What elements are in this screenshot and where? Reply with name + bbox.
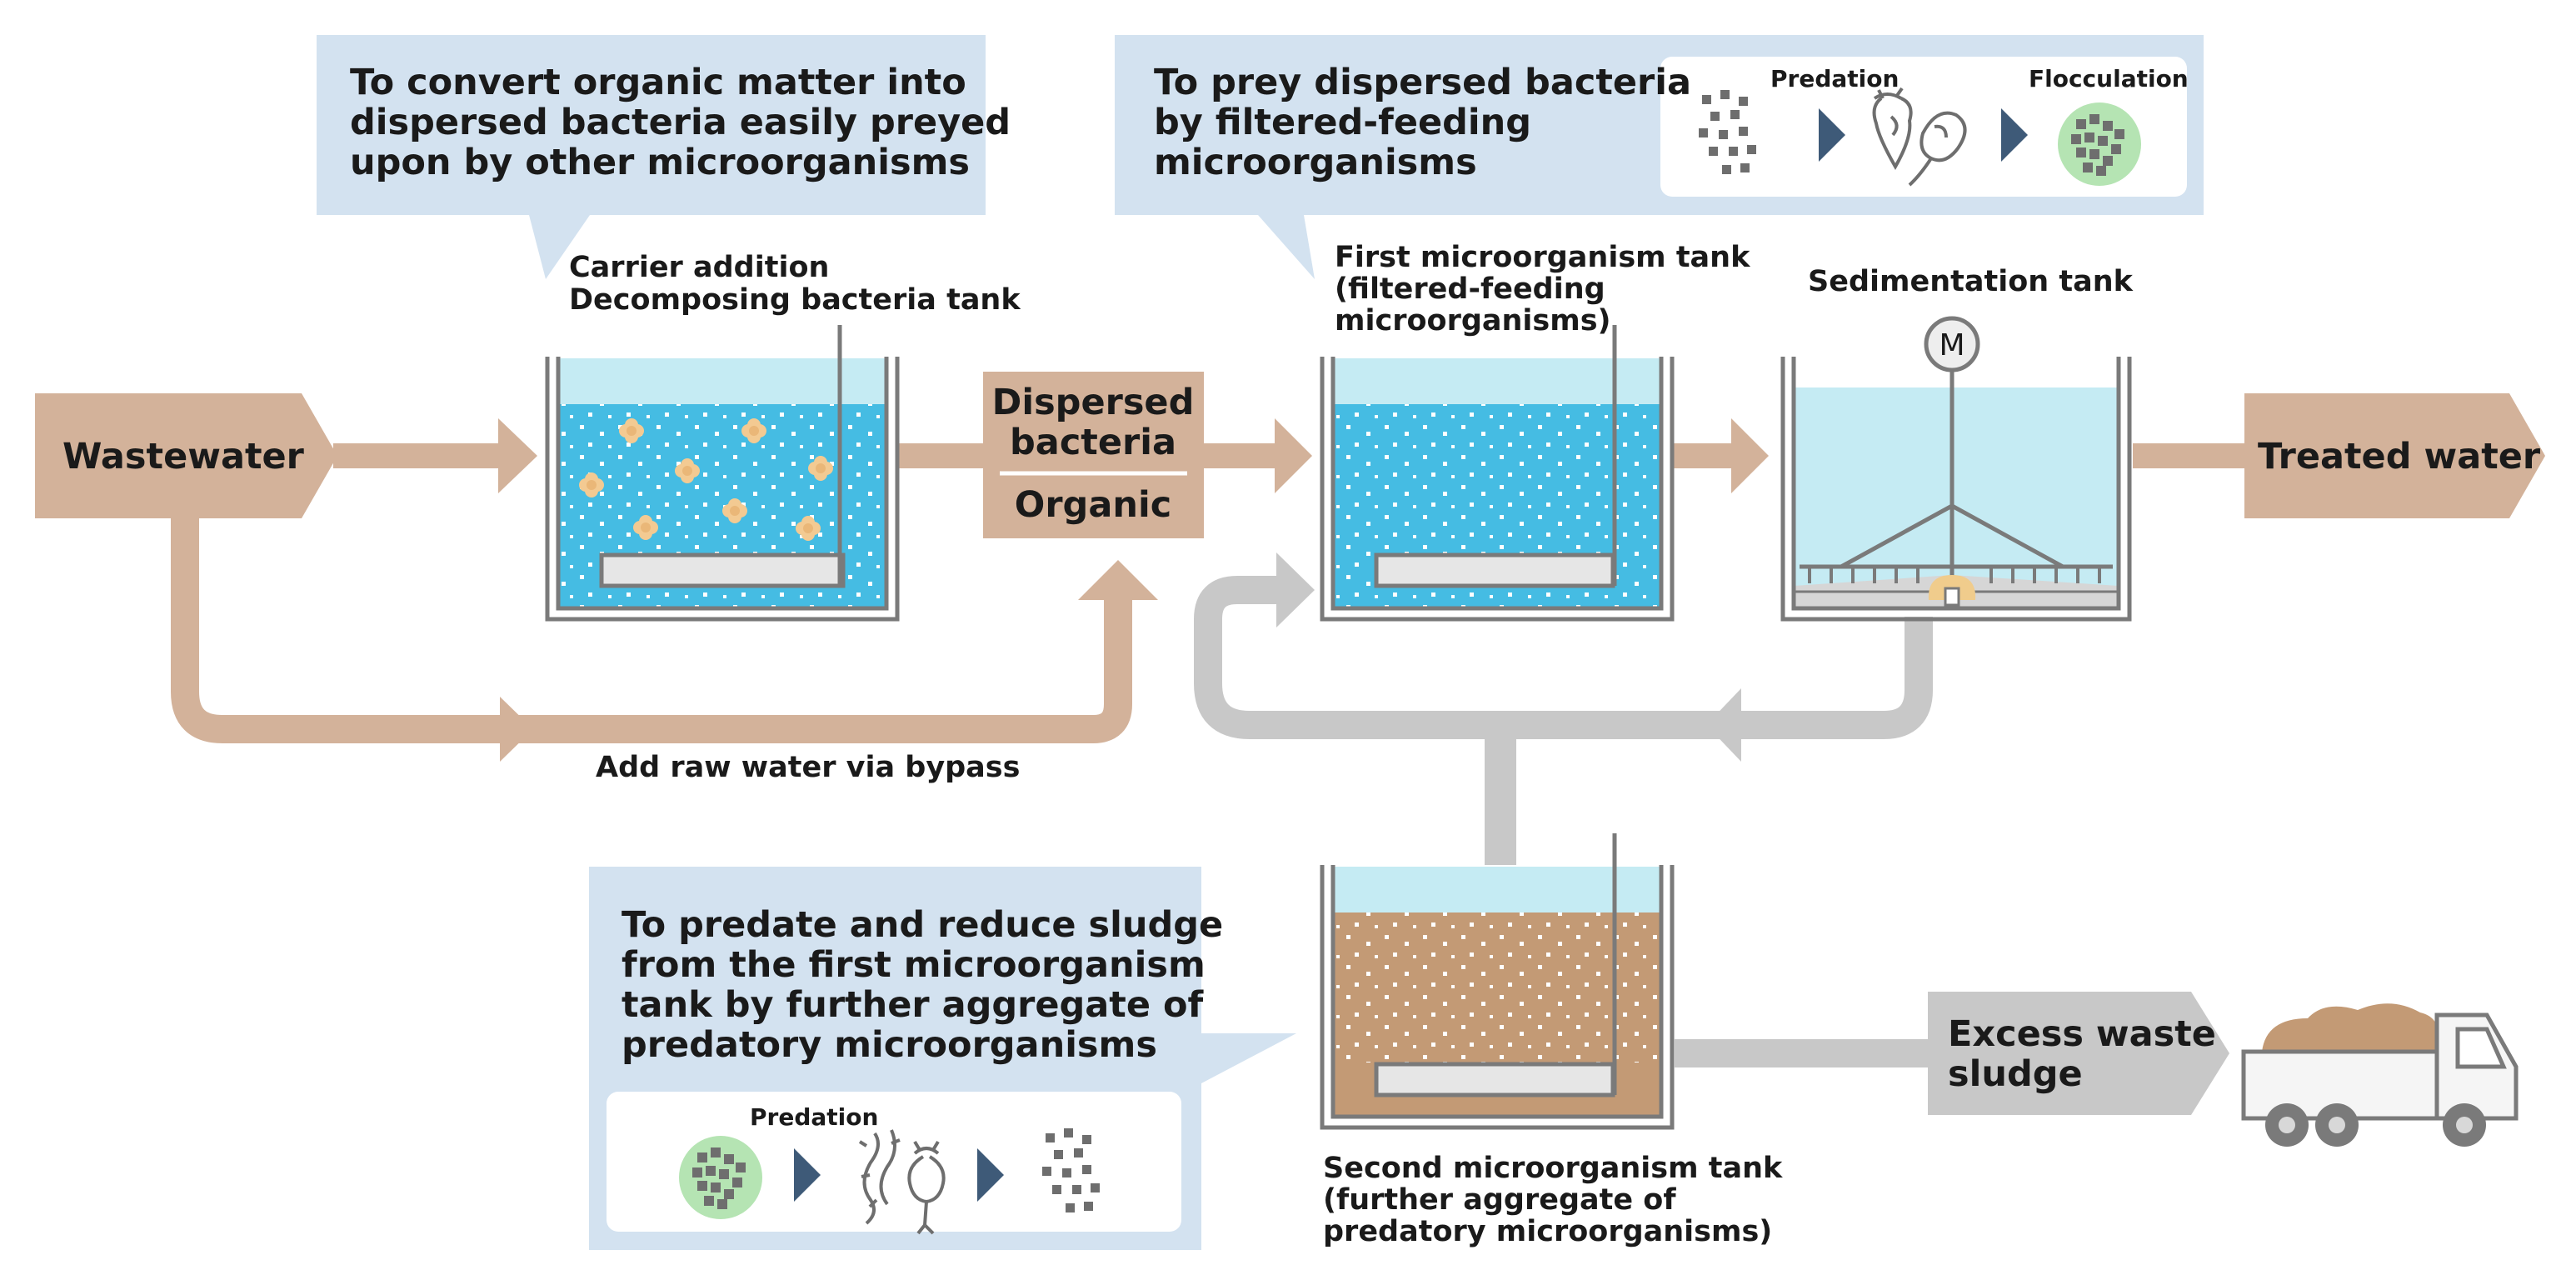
bypass-up-arrow [1078, 560, 1158, 600]
dispersed-bacteria-label-2: bacteria [1010, 422, 1176, 463]
predate-predation-label: Predation [750, 1103, 878, 1131]
predate-callout-line-2: from the first microorganism [622, 944, 1206, 986]
arrow-to-first-tank [1275, 418, 1312, 493]
arrow-right-icon [977, 1148, 1004, 1202]
callout-predate [589, 867, 1296, 1250]
treated-water-label: Treated water [2258, 436, 2541, 478]
dispersed-bacteria-box [983, 372, 1204, 538]
prey-callout-line-2: by filtered-feeding [1154, 102, 1531, 143]
convert-callout-line-2: dispersed bacteria easily preyed [350, 102, 1011, 143]
first-tank-label-3: microorganisms) [1335, 304, 1611, 338]
arrow-right-icon [2001, 108, 2028, 162]
sedimentation-tank [1780, 316, 2132, 622]
decomposing-bacteria-tank [545, 325, 900, 622]
convert-callout-line-1: To convert organic matter into [350, 62, 966, 103]
prey-callout-line-1: To prey dispersed bacteria [1154, 62, 1691, 103]
arrow-to-decomposing-tank [498, 418, 537, 493]
filter-feeder-icon [1872, 87, 1967, 187]
decomposing-tank-label-1: Carrier addition [569, 251, 829, 284]
return-sludge-pipe [1194, 576, 1933, 739]
return-arrow-to-first-tank [1276, 552, 1315, 628]
first-tank-label-2: (filtered-feeding [1335, 272, 1605, 306]
return-left-arrow [1706, 688, 1741, 762]
motor-icon [1924, 316, 1980, 372]
decomposing-tank-label-2: Decomposing bacteria tank [569, 283, 1021, 317]
second-tank-label-3: predatory microorganisms) [1323, 1215, 1772, 1248]
bypass-pipe [171, 517, 1132, 743]
bypass-mid-arrow [500, 697, 533, 762]
first-tank-label-1: First microorganism tank [1335, 241, 1750, 274]
arrow-right-icon [794, 1148, 821, 1202]
pipe-to-second-tank [1485, 725, 1516, 865]
motor-label: M [1939, 328, 1964, 362]
excess-sludge-label: Excess waste [1948, 1013, 2216, 1055]
arrow-right-icon [1819, 108, 1845, 162]
wastewater-arrow [35, 393, 337, 518]
truck-icon [2241, 1003, 2519, 1147]
floc-icon [679, 1136, 762, 1219]
predate-callout-line-1: To predate and reduce sludge [622, 904, 1223, 946]
floc-icon [2058, 102, 2141, 186]
main-flow-arrows [35, 393, 2545, 762]
first-microorganism-tank [1320, 325, 1675, 622]
return-flow-arrows [1194, 552, 2229, 1115]
predate-callout-line-3: tank by further aggregate of [622, 984, 1205, 1026]
text-labels: Wastewater Treated water Dispersed bacte… [62, 62, 2541, 1248]
prey-flocculation-label: Flocculation [2029, 65, 2189, 92]
prey-predation-label: Predation [1770, 65, 1899, 92]
convert-callout-line-3: upon by other microorganisms [350, 142, 970, 183]
sedimentation-tank-label: Sedimentation tank [1808, 265, 2134, 298]
second-tank-label-2: (further aggregate of [1323, 1183, 1676, 1217]
excess-sludge-label-2: sludge [1948, 1053, 2083, 1095]
arrow-to-sedimentation-tank [1731, 418, 1769, 493]
bypass-label: Add raw water via bypass [596, 751, 1020, 784]
predate-callout-line-4: predatory microorganisms [622, 1024, 1157, 1066]
organic-label: Organic [1015, 484, 1171, 526]
callout-prey [1115, 35, 2204, 279]
treated-water-arrow [2244, 393, 2545, 518]
excess-sludge-arrow [1928, 992, 2229, 1115]
callout-convert [317, 35, 986, 279]
wastewater-label: Wastewater [62, 436, 305, 478]
prey-callout-line-3: microorganisms [1154, 142, 1477, 183]
second-microorganism-tank [1320, 833, 1675, 1130]
dispersed-bacteria-label: Dispersed [992, 382, 1195, 423]
second-tank-label-1: Second microorganism tank [1323, 1152, 1783, 1185]
predator-icon [858, 1129, 946, 1235]
